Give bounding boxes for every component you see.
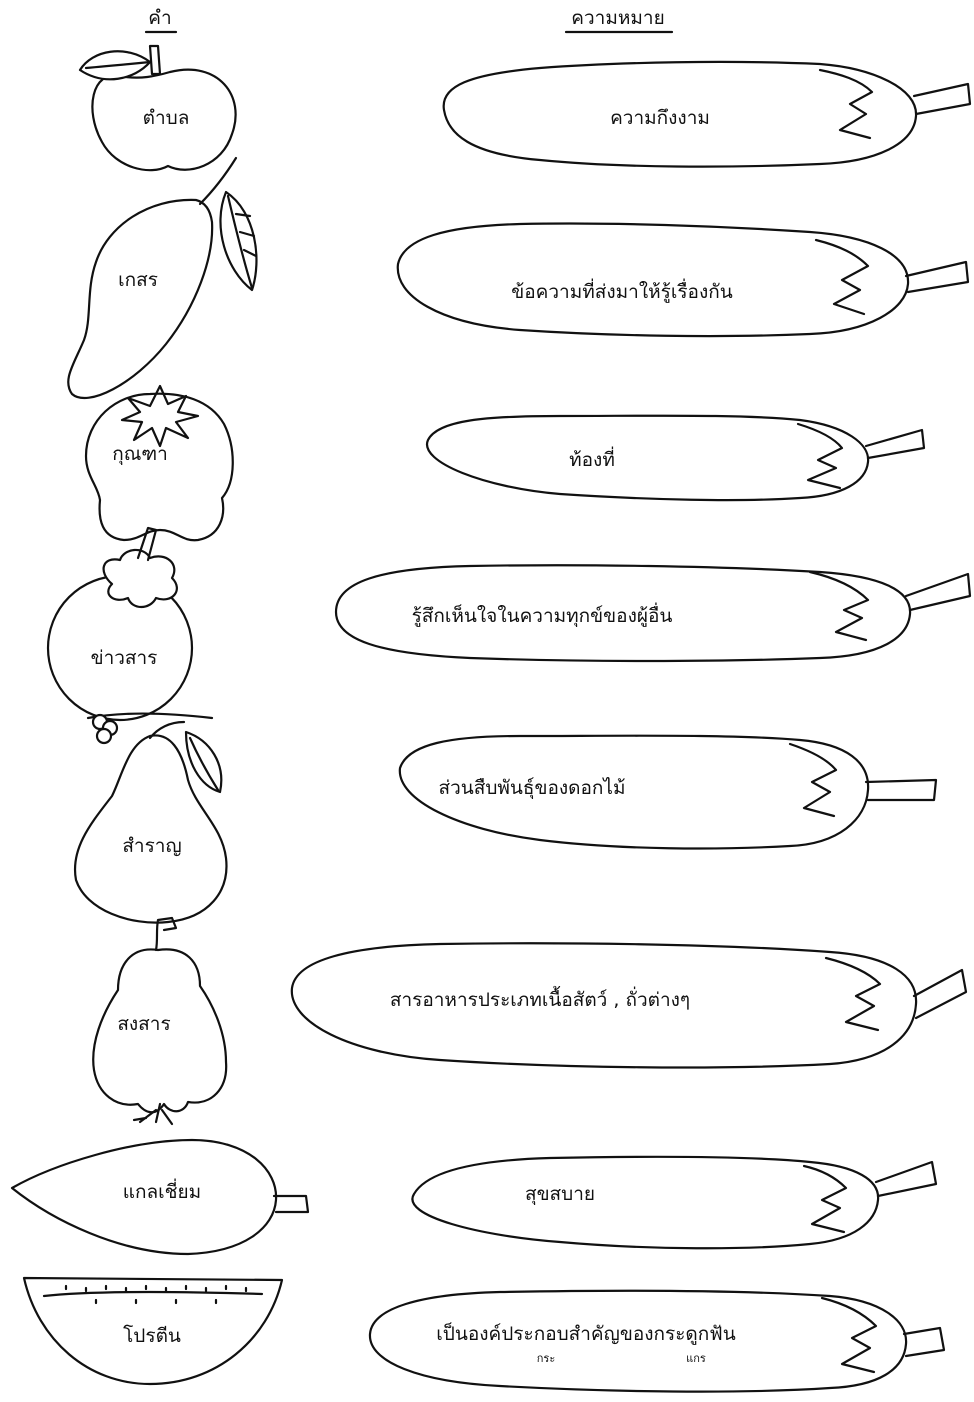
eggplant-meaning-card: สุขสบาย [412, 1157, 936, 1248]
word-label: สำราญ [122, 835, 181, 857]
word-label: เกสร [118, 269, 158, 291]
tomato-fruit-card: กุณฑา [86, 386, 233, 540]
meaning-sub-note: แกร [686, 1352, 706, 1365]
word-label: โปรตีน [123, 1324, 181, 1347]
meaning-label: ส่วนสืบพันธุ์ของดอกไม้ [438, 777, 625, 800]
pear-fruit-card: สำราญ [75, 714, 226, 923]
eggplant-meaning-card: ท้องที่ [427, 416, 924, 500]
tomato-icon [86, 394, 233, 541]
meaning-label: เป็นองค์ประกอบสำคัญของกระดูกฟัน [436, 1321, 735, 1345]
meaning-column-header: ความหมาย [566, 7, 672, 32]
eggplant-icon [427, 416, 868, 500]
calyx-icon [104, 550, 177, 607]
meaning-label: ท้องที่ [569, 446, 615, 471]
word-column-header: คำ [146, 7, 176, 32]
word-label: แกลเชี่ยม [123, 1178, 201, 1203]
bell-pepper-fruit-card: แกลเชี่ยม [12, 1140, 308, 1254]
eggplant-meaning-card: สารอาหารประเภทเนื้อสัตว์ , ถั่วต่างๆ [292, 943, 966, 1067]
eggplant-meaning-card: ส่วนสืบพันธุ์ของดอกไม้ [400, 736, 936, 849]
word-label: สงสาร [117, 1013, 170, 1035]
eggplant-meaning-card: เป็นองค์ประกอบสำคัญของกระดูกฟัน กระ แกร [370, 1291, 944, 1392]
meaning-label: ข้อความที่ส่งมาให้รู้เรื่องกัน [511, 278, 732, 303]
eggplant-meaning-card: ข้อความที่ส่งมาให้รู้เรื่องกัน [398, 223, 968, 336]
svg-text:คำ: คำ [148, 7, 171, 29]
meaning-sub-note: กระ [537, 1352, 555, 1365]
mango-icon [68, 200, 212, 398]
mango-fruit-card: เกสร [68, 158, 256, 398]
watermelon-fruit-card: โปรตีน [24, 1278, 282, 1384]
mangosteen-fruit-card: ข่าวสาร [48, 528, 192, 720]
eggplant-icon [398, 223, 908, 336]
meaning-label: สารอาหารประเภทเนื้อสัตว์ , ถั่วต่างๆ [390, 986, 690, 1011]
meaning-label: รู้สึกเห็นใจในความทุกข์ของผู้อื่น [412, 602, 673, 628]
svg-text:ความหมาย: ความหมาย [571, 7, 664, 29]
word-label: ข่าวสาร [91, 647, 158, 669]
word-label: ตำบล [143, 107, 190, 129]
eggplant-icon [412, 1157, 878, 1248]
meaning-label: ความกึงงาม [610, 107, 710, 129]
eggplant-meaning-card: ความกึงงาม [444, 62, 970, 167]
apple-fruit-card: ตำบล [80, 46, 236, 170]
word-label: กุณฑา [112, 443, 168, 466]
meaning-label: สุขสบาย [525, 1183, 595, 1206]
eggplant-meaning-card: รู้สึกเห็นใจในความทุกข์ของผู้อื่น [336, 565, 970, 661]
rose-apple-fruit-card: สงสาร [93, 918, 226, 1124]
